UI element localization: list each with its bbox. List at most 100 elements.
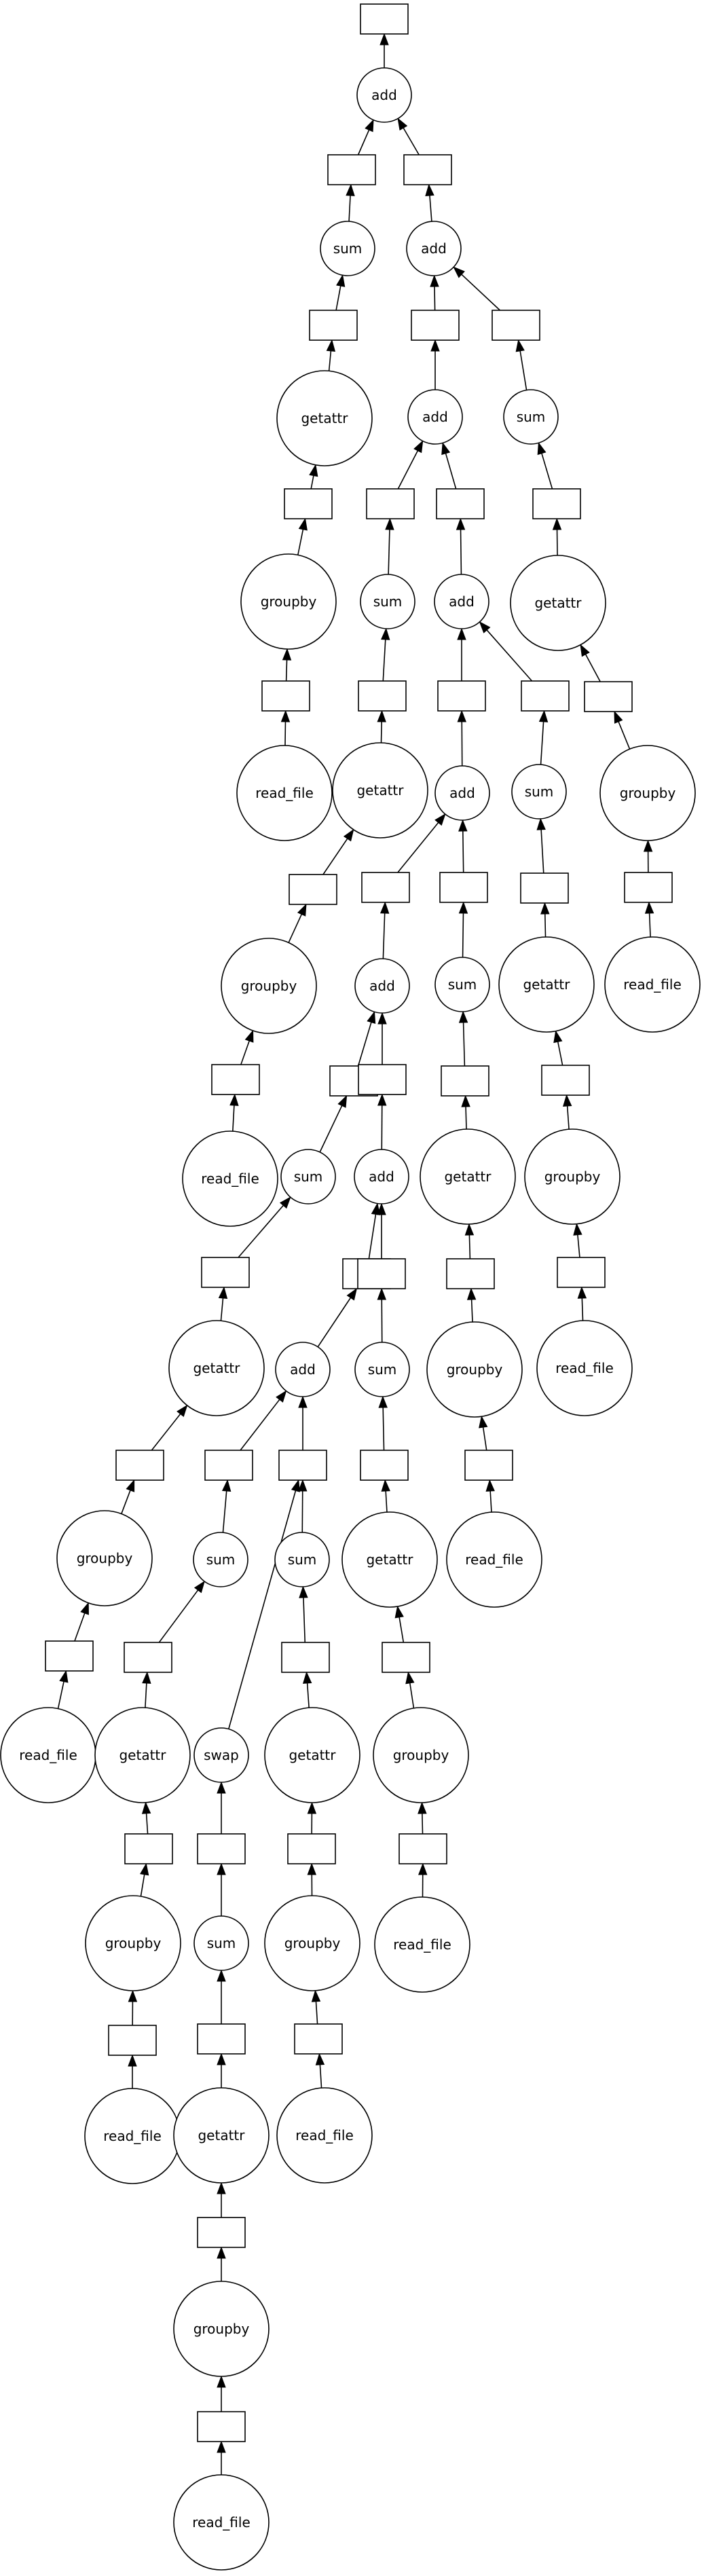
task-circle	[56, 1510, 153, 1606]
arrowhead-b_getattr_G-to-getattr_G	[394, 1605, 404, 1619]
task-circle	[420, 1128, 516, 1225]
data-box-node	[197, 1833, 246, 1864]
arrowhead-b_getattr_E-to-getattr_E	[464, 1223, 475, 1236]
edge-b_add_top_r-to-add_top	[403, 128, 420, 155]
getattr-node: getattr	[498, 936, 595, 1033]
data-box	[197, 2411, 246, 2442]
data-box	[403, 154, 452, 185]
task-circle	[168, 1320, 265, 1416]
edge-sum_D-to-b_add_4_r	[540, 721, 544, 765]
data-box-node	[211, 1064, 260, 1095]
edge-b_add_2_l-to-add_2	[434, 286, 436, 311]
data-box	[382, 1642, 430, 1673]
data-box	[204, 1450, 253, 1481]
data-box-node	[439, 872, 488, 903]
data-box	[327, 154, 376, 185]
edge-b_sum_E-to-sum_E	[462, 1022, 466, 1067]
getattr-node: getattr	[341, 1511, 438, 1608]
arrowhead-groupby_I-to-b_getattr_I	[140, 1862, 149, 1876]
task-label: sum	[525, 784, 554, 800]
data-box-node	[403, 154, 452, 185]
task-circle	[354, 1149, 409, 1204]
arrowhead-getattr_G-to-b_sum_G	[381, 1479, 390, 1492]
task-label: groupby	[193, 2321, 250, 2337]
arrowhead-sum_B-to-b_add_3_l	[385, 517, 394, 530]
task-circle	[264, 1895, 360, 1991]
data-box	[124, 1642, 172, 1673]
task-circle	[426, 1321, 523, 1418]
data-box	[309, 310, 358, 341]
task-circle	[332, 742, 428, 839]
task-label: groupby	[77, 1550, 133, 1566]
data-box	[261, 680, 310, 712]
edge-b_add_5_r-to-add_5	[462, 830, 464, 873]
edge-b_groupby_D-to-groupby_D	[577, 1234, 580, 1258]
data-box-node	[361, 872, 410, 903]
data-box-node	[411, 310, 460, 341]
arrowhead-b_getattr_B-to-getattr_B	[343, 828, 354, 842]
groupby-node: groupby	[240, 553, 337, 650]
task-circle	[511, 764, 567, 820]
arrowhead-b_getattr_F-to-getattr_F	[177, 1404, 188, 1418]
data-box-node	[532, 488, 581, 519]
arrowhead-b_sum_G-to-sum_G	[378, 1395, 388, 1408]
arrowhead-b_add_3_l-to-add_3	[413, 440, 424, 454]
data-box-node	[327, 154, 376, 185]
arrowhead-b_groupby_G-to-groupby_G	[418, 1801, 427, 1814]
arrowhead-read_G-to-b_groupby_G	[418, 1862, 428, 1875]
edge-b_getattr_I-to-getattr_I	[145, 1813, 149, 1835]
arrowhead-getattr_B-to-b_sum_B	[377, 710, 386, 722]
add-node: add	[434, 574, 489, 629]
arrowhead-b_groupby_C-to-groupby_C	[643, 839, 653, 852]
add-node: add	[407, 389, 463, 445]
groupby-node: groupby	[85, 1895, 181, 1991]
task-label: getattr	[523, 976, 570, 993]
task-circle	[275, 1342, 331, 1397]
task-circle	[173, 2474, 270, 2571]
arrowhead-b_add_5_r-to-add_5	[458, 819, 468, 832]
arrowhead-getattr_F-to-b_sum_F	[218, 1286, 228, 1300]
getattr-node: getattr	[276, 370, 373, 466]
arrowhead-b_groupby_E-to-groupby_E	[479, 1415, 488, 1429]
edge-getattr_D-to-b_sum_D	[544, 913, 546, 938]
task-label: sum	[294, 1169, 323, 1185]
arrowhead-b_swap_J-to-swap_J	[217, 1781, 226, 1794]
arrowhead-add_5-to-b_add_4_l	[457, 710, 466, 722]
task-circle	[280, 1149, 336, 1204]
arrowhead-b_add_4_r-to-add_4	[479, 621, 491, 633]
edge-b_add_8_l-to-add_8	[240, 1399, 280, 1451]
edge-sum_A-to-b_add_top_l	[348, 195, 351, 222]
data-box-node	[197, 2023, 246, 2055]
arrowhead-sum_E-to-b_add_5_r	[458, 901, 468, 914]
task-label: groupby	[105, 1935, 162, 1951]
arrowhead-b_sum_F-to-sum_F	[279, 1196, 291, 1209]
edge-b_sum_C-to-sum_C	[541, 453, 553, 490]
task-circle	[510, 555, 606, 651]
data-box-node	[446, 1258, 495, 1289]
data-box	[281, 1642, 330, 1673]
edge-b_add_4_r-to-add_4	[486, 629, 533, 682]
data-box-node	[294, 2023, 343, 2055]
edge-b_add_7_l-to-add_7	[368, 1214, 377, 1259]
data-box	[366, 488, 415, 519]
arrowhead-sum_F-to-b_add_6_l	[337, 1094, 348, 1108]
data-box	[520, 872, 569, 904]
edge-b_sum_A-to-sum_A	[335, 285, 341, 311]
edge-add_2-to-b_add_top_r	[429, 195, 432, 222]
data-box	[201, 1257, 250, 1288]
arrowhead-add_4-to-b_add_3_r	[456, 517, 466, 530]
edge-getattr_G-to-b_sum_G	[385, 1490, 388, 1513]
arrowhead-b_getattr_H-to-getattr_H	[307, 1801, 317, 1814]
groupby-node: groupby	[264, 1895, 360, 1991]
groupby-node: groupby	[373, 1707, 469, 1803]
task-circle	[434, 957, 490, 1012]
data-box	[278, 1450, 327, 1481]
task-label: read_file	[19, 1747, 77, 1763]
arrowhead-b_getattr_I-to-getattr_I	[141, 1801, 151, 1814]
sum-node: sum	[193, 1532, 248, 1587]
arrowhead-sum_D-to-b_add_4_r	[538, 710, 549, 722]
edge-b_getattr_C-to-getattr_C	[585, 654, 601, 682]
arrowhead-add_3-to-b_add_2_l	[430, 339, 440, 352]
edge-b_getattr_G-to-getattr_G	[399, 1617, 405, 1643]
edge-sum_F-to-b_add_6_l	[319, 1105, 343, 1153]
